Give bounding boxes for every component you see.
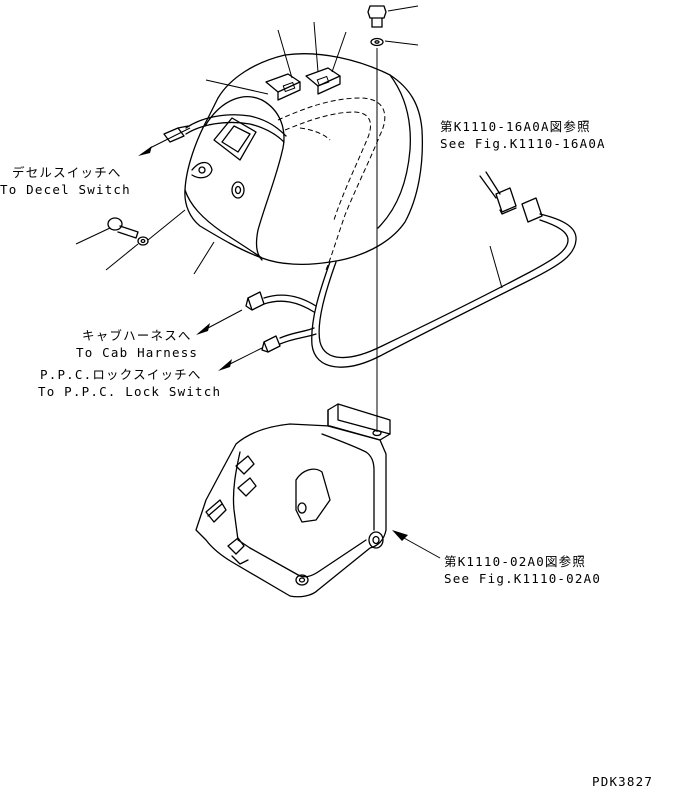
cab-harness-branch: [196, 291, 317, 335]
label-decel-en: To Decel Switch: [0, 182, 131, 197]
label-ref-top-en: See Fig.K1110-16A0A: [440, 136, 606, 151]
label-cab-jp: キャブハーネスへ: [82, 328, 192, 343]
main-harness: [311, 213, 577, 368]
left-washer: [105, 209, 186, 271]
bracket-stand: [195, 403, 441, 598]
label-ref-bot-jp: 第K1110-02A0図参照: [444, 554, 586, 569]
top-washer: [370, 37, 419, 47]
left-bolt: [75, 217, 139, 245]
control-box: [184, 21, 424, 275]
ppc-lock-branch: [218, 327, 317, 371]
label-ref-top-jp: 第K1110-16A0A図参照: [440, 119, 591, 134]
label-decel-jp: デセルスイッチへ: [12, 165, 122, 180]
label-cab-en: To Cab Harness: [76, 345, 198, 360]
decel-switch-wire: [138, 114, 287, 156]
label-ppc-en: To P.P.C. Lock Switch: [38, 384, 221, 399]
right-connectors: [479, 171, 543, 223]
label-ref-bot-en: See Fig.K1110-02A0: [444, 571, 601, 586]
label-ppc-jp: P.P.C.ロックスイッチへ: [40, 367, 202, 382]
top-bolt: [367, 5, 419, 28]
drawing-number: PDK3827: [592, 774, 653, 789]
